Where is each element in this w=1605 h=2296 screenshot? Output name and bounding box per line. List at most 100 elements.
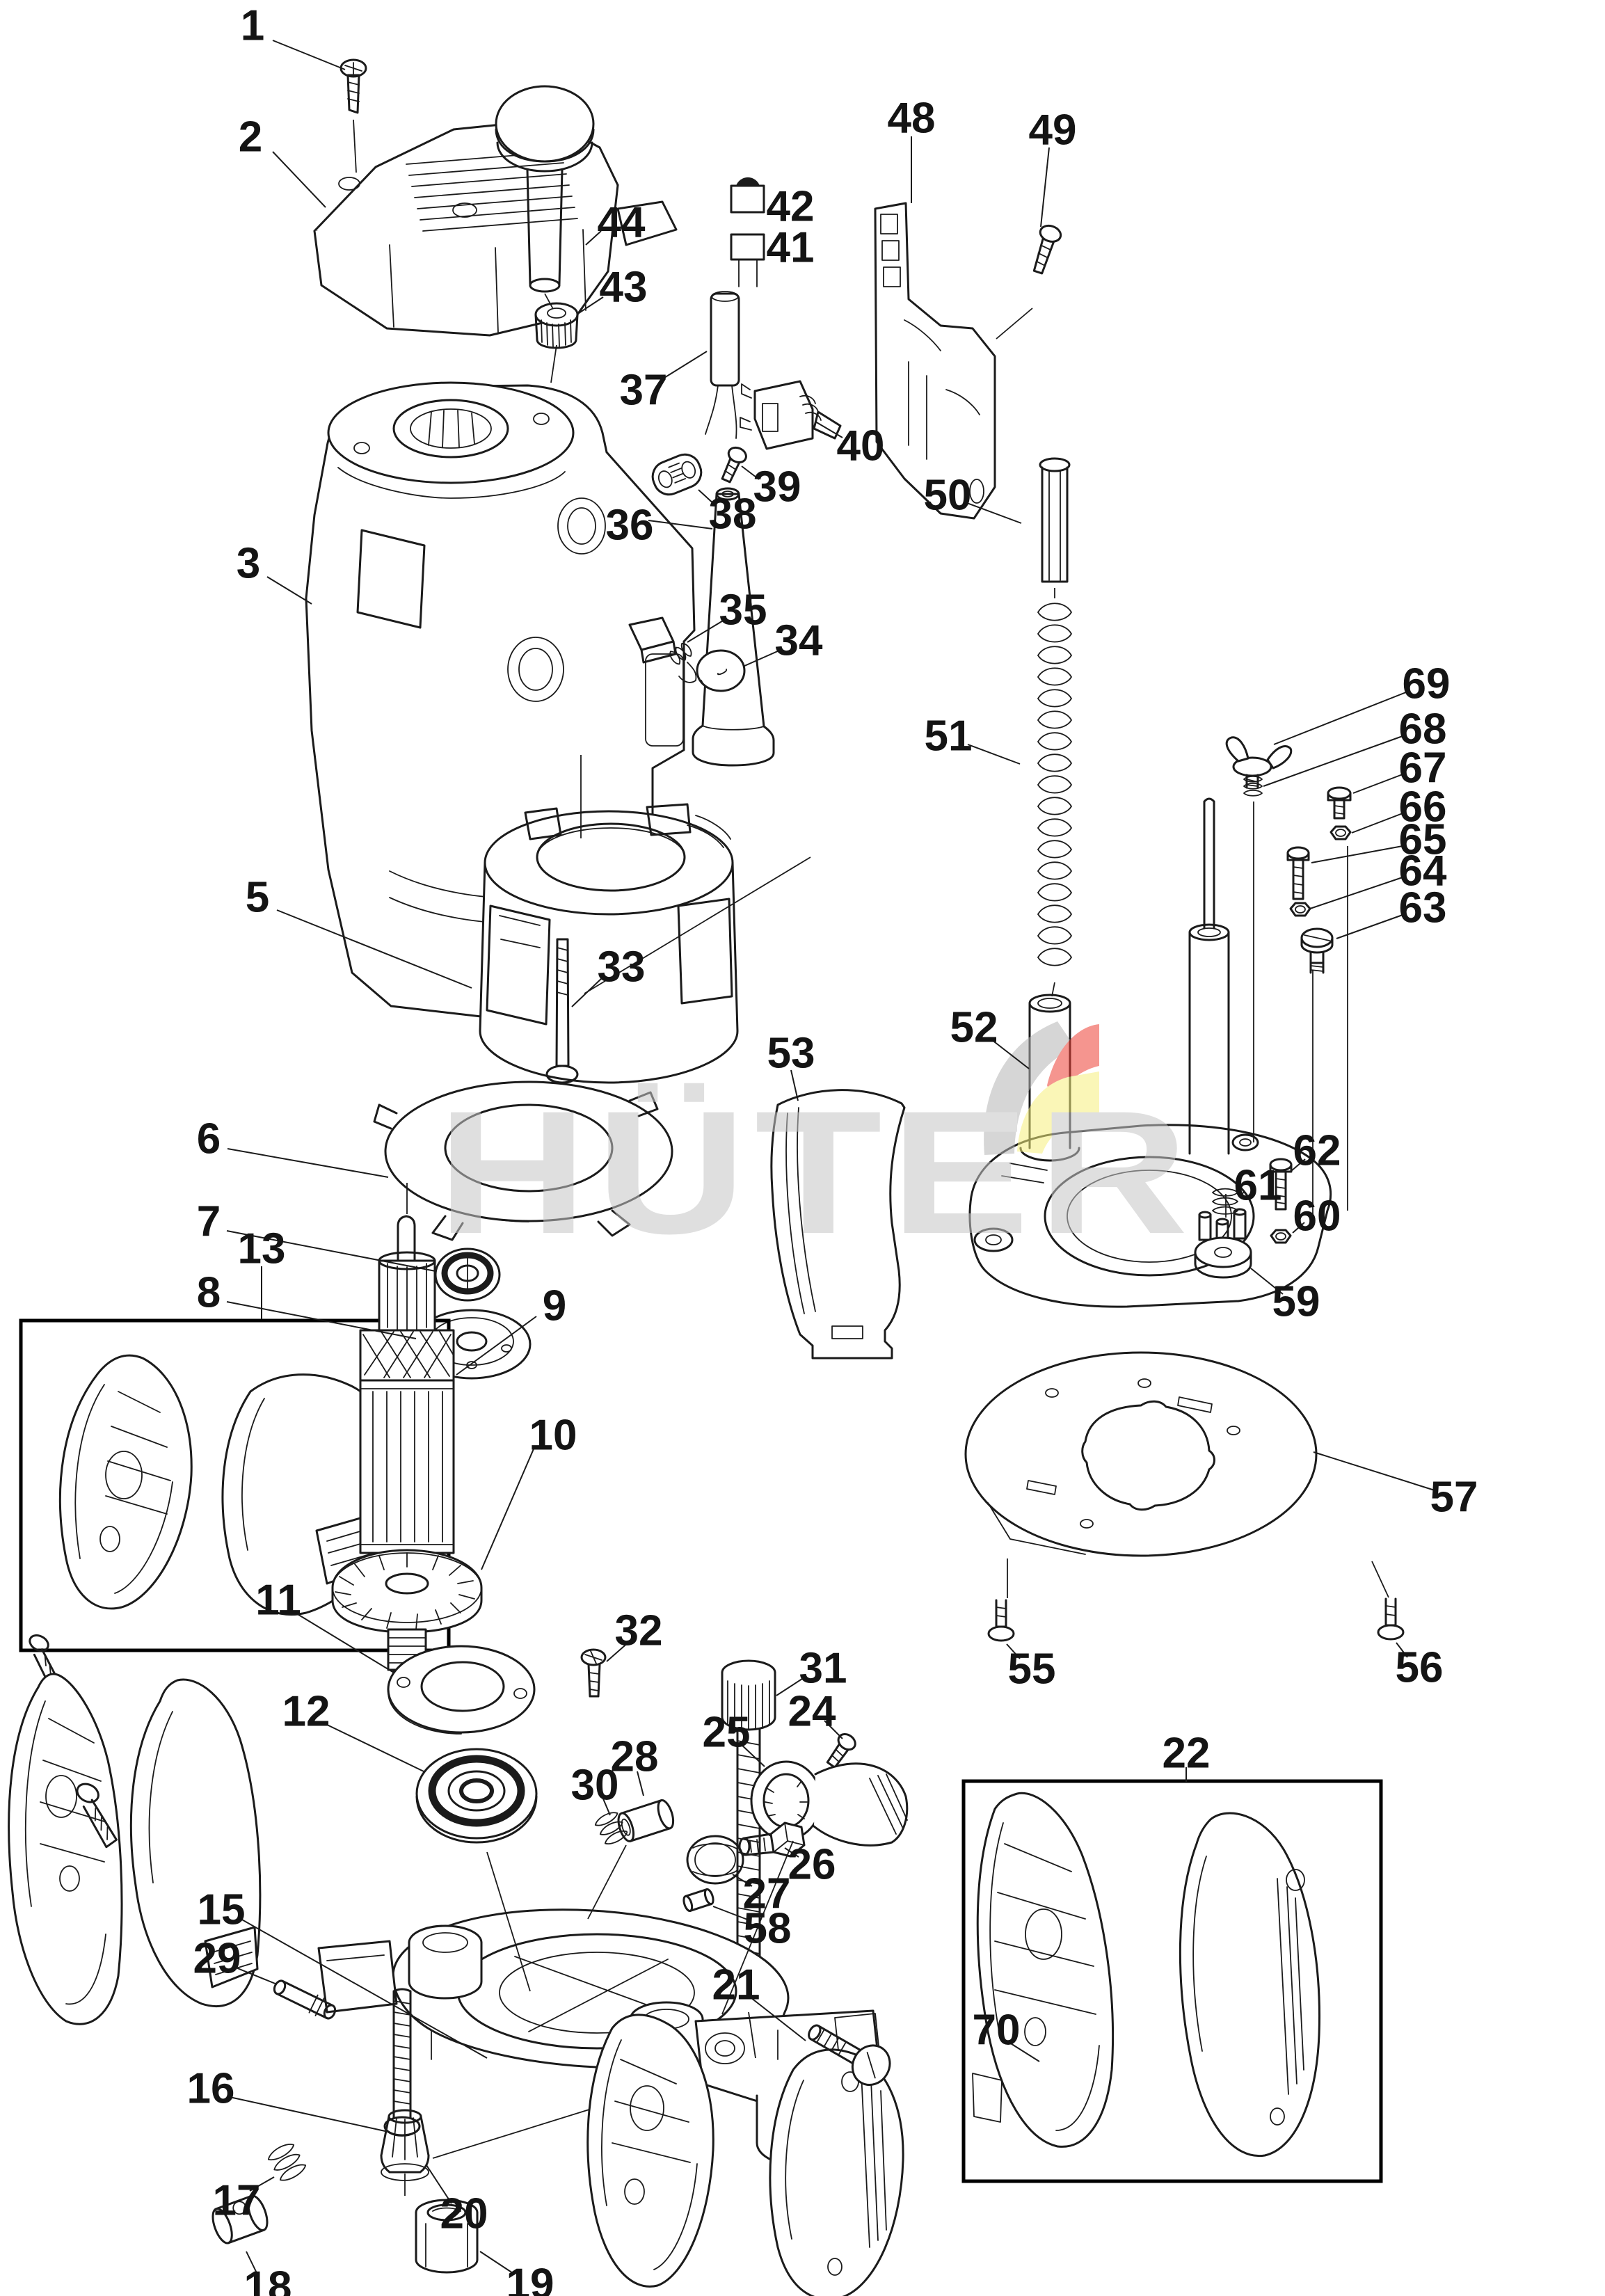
part-label-49: 49 (1029, 106, 1077, 154)
part-label-11: 11 (255, 1577, 301, 1625)
part-26-hex-bolt-drawing (738, 1821, 806, 1858)
part-label-52: 52 (950, 1004, 998, 1052)
leader-line-38 (698, 489, 716, 506)
part-10-fan-drawing (331, 1549, 483, 1684)
leader-line-24 (824, 1720, 843, 1739)
part-label-62: 62 (1293, 1127, 1341, 1175)
part-label-9: 9 (543, 1282, 566, 1330)
part-label-10: 10 (529, 1412, 577, 1460)
part-label-15: 15 (198, 1886, 246, 1934)
leader-line-6 (227, 1148, 389, 1178)
part-63-stop-screw-drawing (1300, 927, 1334, 974)
part-20-collet-drawing (380, 2109, 430, 2181)
part-label-28: 28 (611, 1733, 659, 1781)
huter-logo-yellow-swoosh (1017, 1071, 1099, 1154)
part-label-5: 5 (246, 874, 269, 922)
leader-line-31 (776, 1677, 805, 1696)
leader-line-19 (479, 2251, 516, 2275)
leader-line-15 (240, 1918, 488, 2059)
part-27-wave-washer-drawing (686, 1835, 744, 1885)
part-34-brush-cap-drawing (696, 649, 746, 692)
part-label-63: 63 (1399, 884, 1447, 932)
leader-line-64 (1309, 877, 1403, 909)
part-label-60: 60 (1293, 1193, 1341, 1241)
leader-line-40 (815, 421, 843, 438)
part-label-50: 50 (924, 472, 972, 520)
leader-line-59 (1250, 1268, 1284, 1295)
leader-line-9 (456, 1316, 537, 1376)
part-39-screw-drawing (721, 446, 747, 484)
part-43-knurled-nut-drawing (534, 302, 579, 349)
part-label-59: 59 (1272, 1278, 1320, 1326)
leader-line-70 (1007, 2041, 1040, 2062)
part-66-nut-drawing (1329, 825, 1352, 840)
part-35-carbon-brush-drawing (628, 616, 697, 683)
watermark: HÜTER (437, 1021, 1190, 1270)
part-67-bolt-drawing (1327, 786, 1352, 820)
part-18-bushing-drawing (211, 2194, 269, 2245)
part-17-spring-drawing (266, 2141, 311, 2190)
leader-line-37 (660, 351, 708, 381)
leader-line-29 (235, 1967, 278, 1985)
part-label-31: 31 (799, 1645, 847, 1693)
part-label-1: 1 (241, 2, 264, 50)
part-31-clamp-bolt-drawing (721, 1659, 776, 2004)
leader-line-34 (742, 650, 780, 667)
huter-logo-gray-swoosh (984, 1021, 1075, 1155)
leader-line-33 (571, 976, 604, 1007)
leader-line-26 (784, 1847, 799, 1858)
part-label-66: 66 (1399, 783, 1447, 831)
leader-line-32 (606, 1641, 630, 1662)
part-44-knob-drawing (495, 85, 595, 293)
part-label-20: 20 (440, 2190, 488, 2238)
leader-line-16 (229, 2096, 389, 2132)
leader-line-58 (712, 1906, 750, 1921)
leader-line-44 (585, 230, 602, 246)
leader-line-27 (732, 1874, 753, 1887)
part-label-26: 26 (788, 1841, 836, 1889)
part-label-35: 35 (719, 587, 767, 635)
leader-line-28 (637, 1771, 644, 1796)
part-62-bolt-drawing (1269, 1158, 1293, 1211)
leader-line-30 (602, 1796, 611, 1816)
leader-line-67 (1352, 774, 1403, 794)
leader-line-21 (750, 1997, 806, 2041)
assembly-axis-lines (353, 119, 1389, 2196)
part-label-16: 16 (187, 2065, 235, 2113)
leader-line-20 (426, 2165, 452, 2204)
part-65-long-bolt-drawing (1286, 846, 1310, 900)
part-1-screw-drawing (340, 58, 367, 114)
part-5-stator-drawing (479, 803, 739, 1084)
leader-line-50 (966, 502, 1022, 524)
part-label-57: 57 (1430, 1474, 1478, 1522)
leader-line-8 (226, 1301, 417, 1339)
part-57-base-plate-drawing (964, 1351, 1318, 1557)
part-label-25: 25 (703, 1709, 751, 1757)
part-53-guard-plate-drawing (770, 1089, 906, 1360)
part-label-22: 22 (1163, 1730, 1211, 1778)
leader-line-36 (648, 520, 713, 529)
loose-handle-pair-center-drawing (586, 2014, 904, 2296)
leader-line-43 (578, 296, 604, 314)
leader-line-11 (296, 1613, 394, 1673)
leader-line-62 (1291, 1158, 1306, 1172)
leader-line-69 (1273, 692, 1407, 745)
part-12-bearing-drawing (415, 1748, 538, 1844)
leader-line-18 (246, 2251, 259, 2277)
leader-line-66 (1351, 813, 1403, 834)
part-42-button-drawing (730, 177, 765, 214)
part-37-capacitor-drawing (705, 291, 740, 439)
part-label-42: 42 (767, 183, 815, 231)
part-25-clamp-lever-drawing (750, 1760, 909, 1847)
part-19-collet-nut-drawing (415, 2199, 479, 2274)
part-label-69: 69 (1403, 660, 1451, 708)
part-label-36: 36 (606, 502, 654, 550)
part-58-pin-drawing (682, 1888, 714, 1913)
part-32-screw-drawing (580, 1648, 607, 1698)
part-label-18: 18 (244, 2263, 292, 2296)
leader-line-2 (272, 151, 326, 208)
leader-line-12 (324, 1723, 424, 1772)
part-label-55: 55 (1008, 1645, 1056, 1693)
leader-line-25 (740, 1743, 765, 1767)
